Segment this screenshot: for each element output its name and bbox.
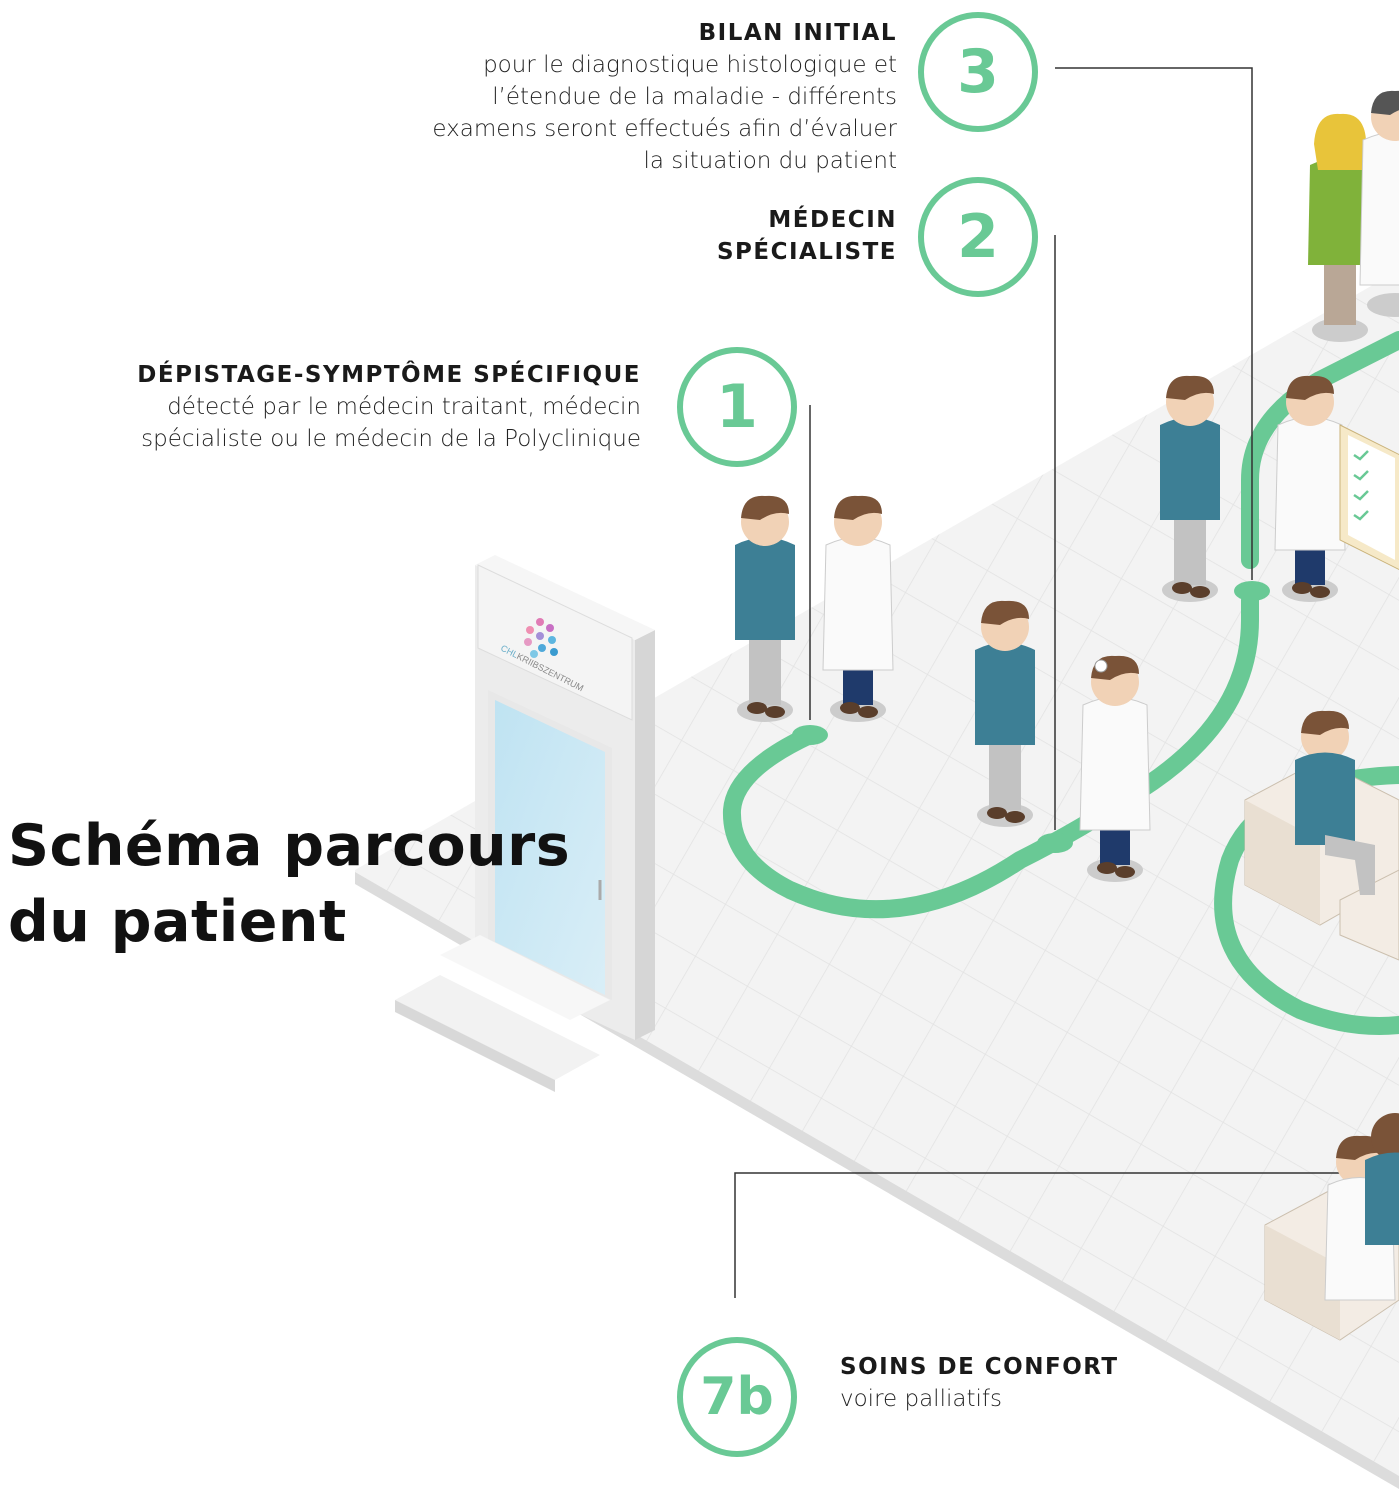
step-3-line: examens seront effectués afin d’évaluer (432, 116, 897, 142)
step-7b-number: 7b (700, 1367, 774, 1427)
patient-figure (735, 495, 795, 722)
doctor-figure (1079, 655, 1151, 882)
floor-fill (355, 270, 1399, 1480)
people (735, 90, 1399, 882)
doctor-figure (822, 495, 894, 722)
step-3-line: la situation du patient (643, 148, 897, 174)
step-1-text: DÉPISTAGE-SYMPTÔME SPÉCIFIQUE détecté pa… (137, 359, 641, 455)
patient-figure (1160, 375, 1220, 602)
visitor-figure (1308, 113, 1372, 342)
step-1-heading: DÉPISTAGE-SYMPTÔME SPÉCIFIQUE (137, 362, 641, 388)
logo-dots (524, 618, 558, 658)
step-2-heading-line: MÉDECIN (768, 207, 897, 233)
step-1-line: spécialiste ou le médecin de la Polyclin… (141, 426, 641, 452)
step-3-line: pour le diagnostique histologique et (483, 52, 897, 78)
title-line-2: du patient (8, 889, 347, 955)
step-2-number: 2 (957, 202, 999, 272)
step-1-badge: 1 (677, 347, 797, 467)
step-2-heading-line: SPÉCIALISTE (716, 239, 897, 265)
step-1-number: 1 (716, 372, 758, 442)
entrance: CHLKRIIBSZENTRUM (395, 555, 655, 1092)
patient-seated (1365, 1113, 1399, 1245)
step-7b-badge: 7b (677, 1337, 797, 1457)
leader-lines (734, 67, 1399, 1298)
step-2-text: MÉDECIN SPÉCIALISTE (717, 204, 897, 268)
step-7b-heading: SOINS DE CONFORT (840, 1354, 1119, 1380)
doctor-figure (1359, 90, 1399, 317)
clipboard-icon (1339, 424, 1399, 571)
step-3-text: BILAN INITIAL pour le diagnostique histo… (432, 17, 897, 177)
doctor-figure (1274, 375, 1346, 602)
step-1-line: détecté par le médecin traitant, médecin (167, 394, 641, 420)
step-3-heading: BILAN INITIAL (698, 20, 897, 46)
step-3-number: 3 (957, 37, 999, 107)
step-3-line: l’étendue de la maladie - différents (492, 84, 897, 110)
page-title: Schéma parcours du patient (8, 808, 570, 960)
step-7b-text: SOINS DE CONFORT voire palliatifs (840, 1351, 1119, 1415)
path-markers (792, 581, 1270, 853)
patient-seated (1295, 710, 1375, 895)
patient-figure (975, 600, 1035, 827)
step-7b-line: voire palliatifs (840, 1386, 1002, 1412)
title-line-1: Schéma parcours (8, 813, 571, 879)
step-3-badge: 3 (918, 12, 1038, 132)
step-2-badge: 2 (918, 177, 1038, 297)
